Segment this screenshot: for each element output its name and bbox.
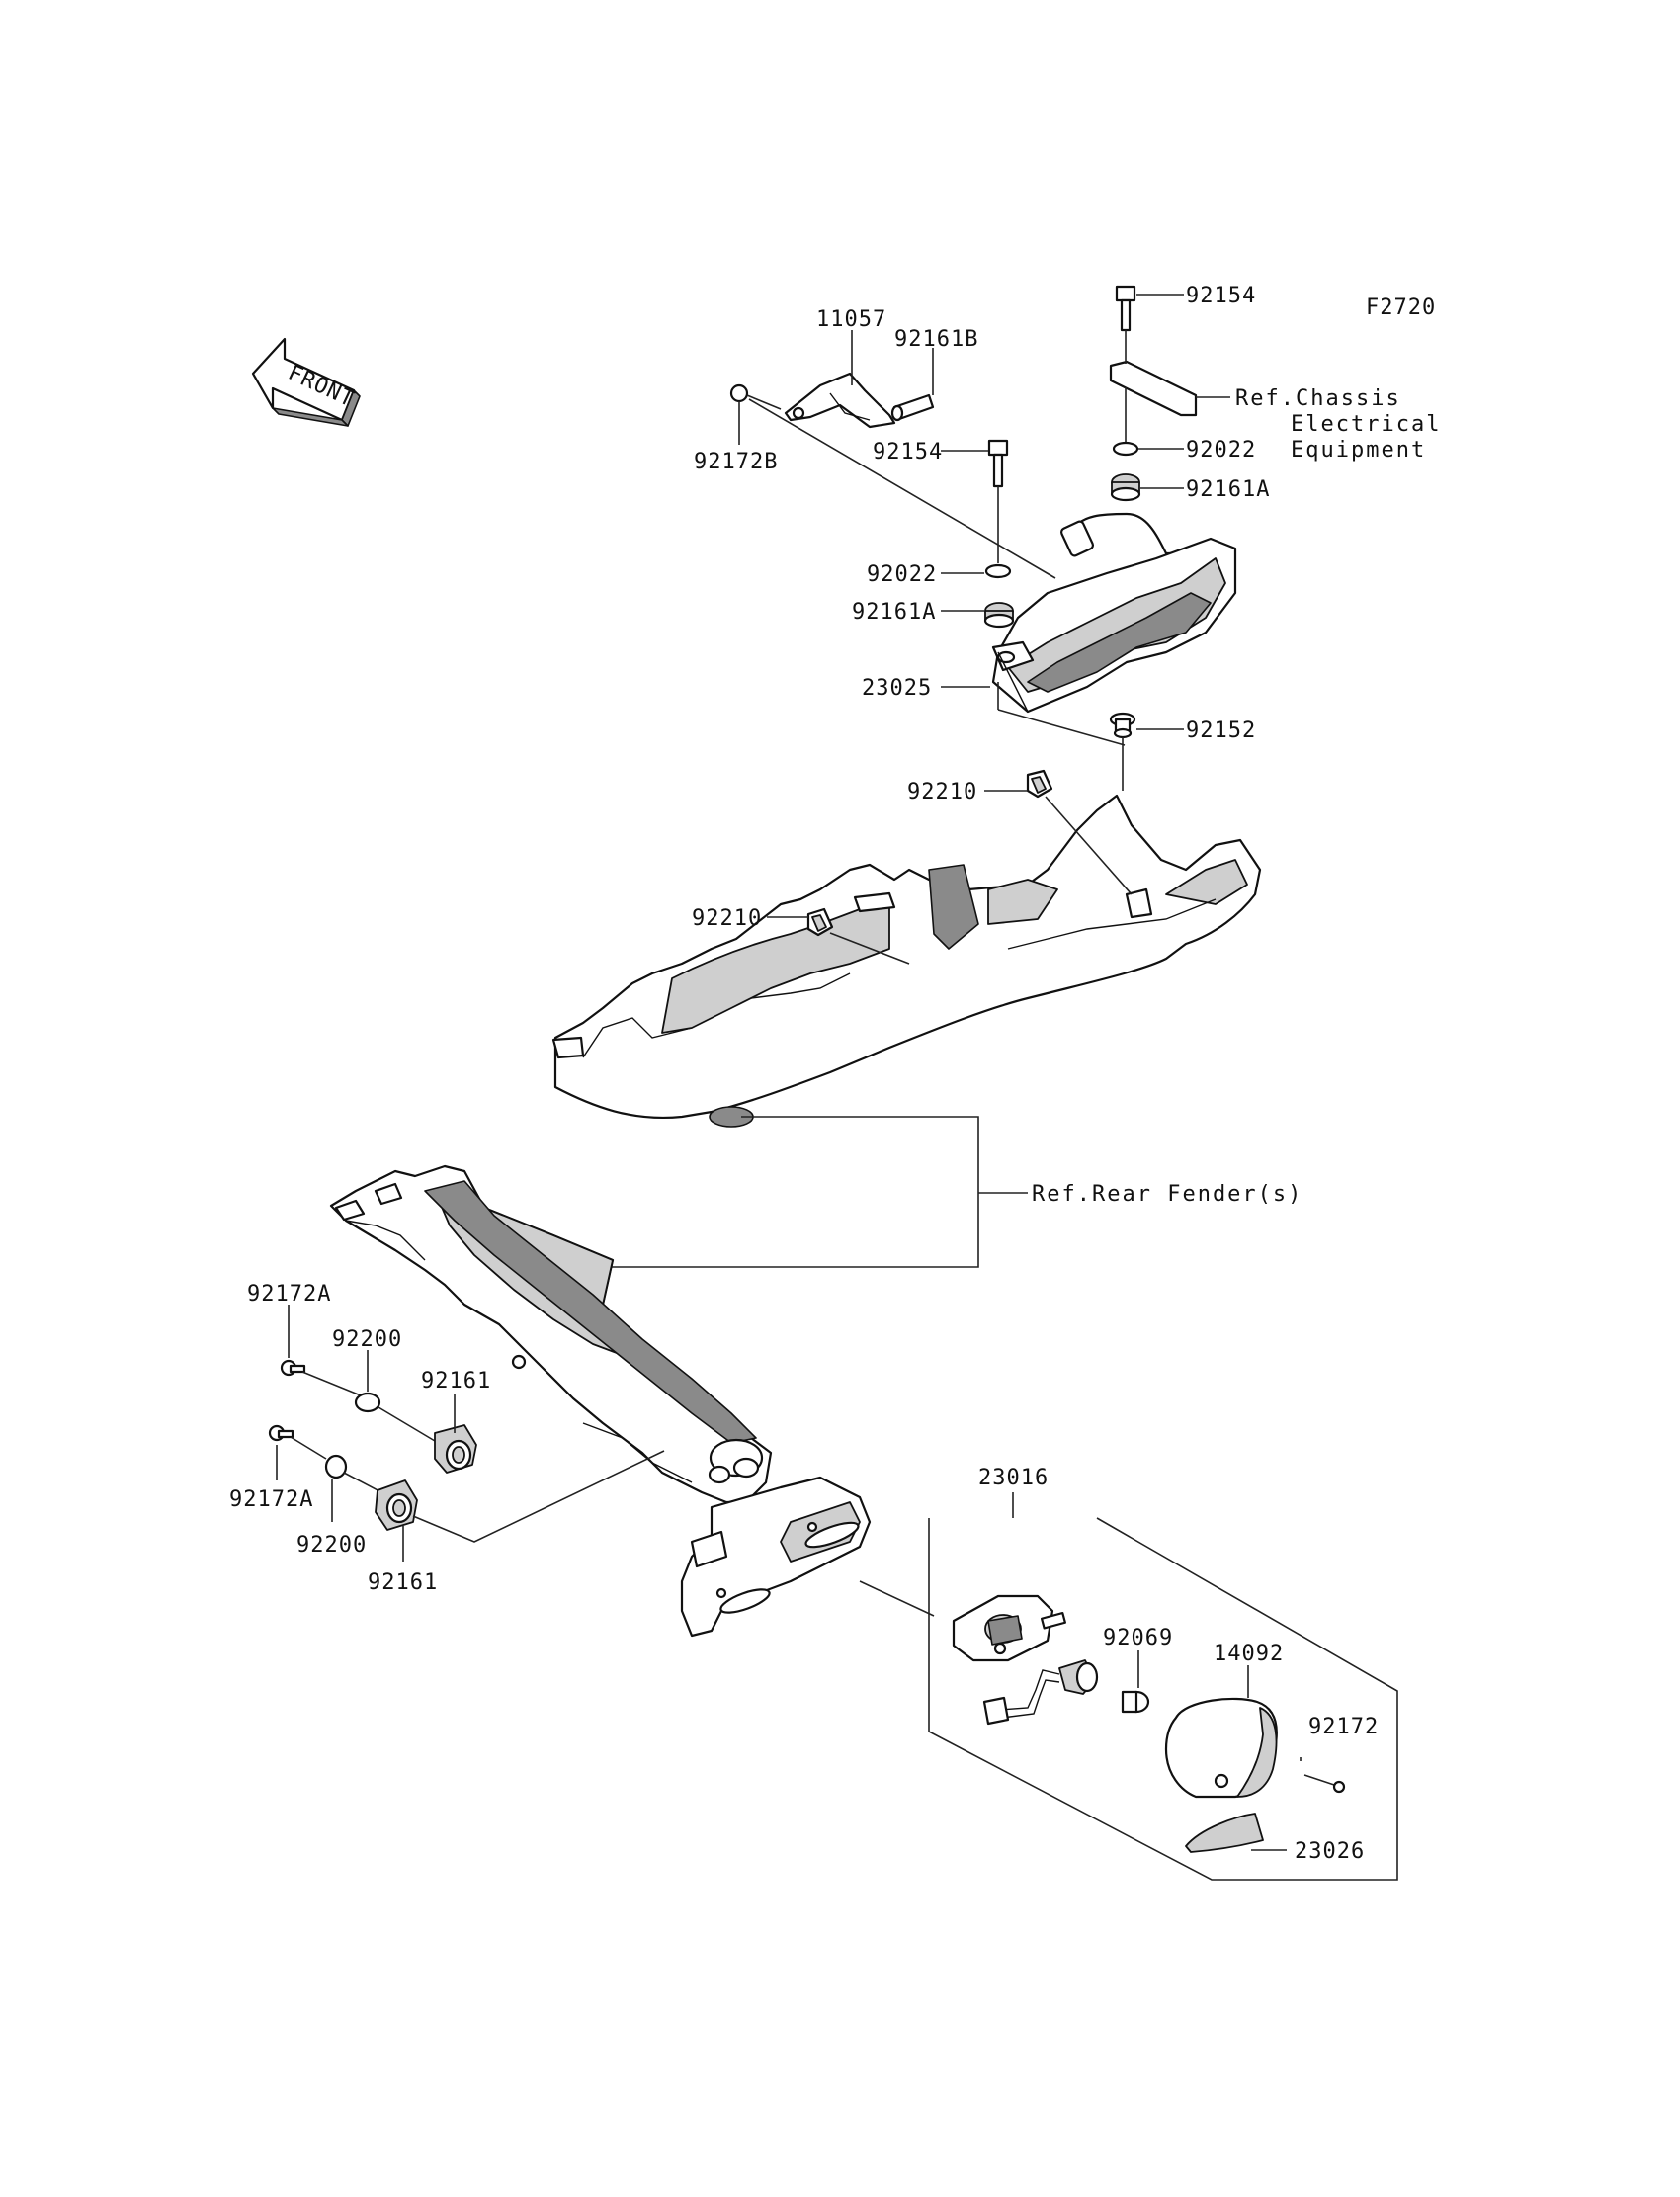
ref-chassis-line3: Equipment bbox=[1291, 438, 1426, 463]
label-92172: 92172 bbox=[1308, 1715, 1379, 1739]
grommet-92161A-right bbox=[1110, 473, 1141, 502]
label-92161-upper: 92161 bbox=[421, 1369, 491, 1394]
license-bracket bbox=[680, 1476, 872, 1638]
label-92172B: 92172B bbox=[694, 450, 778, 474]
front-arrow-icon: FRONT bbox=[251, 337, 361, 427]
clip-92210-upper bbox=[1026, 769, 1053, 799]
rear-fender-upper bbox=[551, 794, 1262, 1128]
screw-92172 bbox=[1303, 1774, 1346, 1794]
lens-14092 bbox=[1164, 1697, 1278, 1799]
rear-fender-lower bbox=[329, 1164, 773, 1504]
bracket-11057 bbox=[784, 372, 896, 429]
ref-chassis-line2: Electrical bbox=[1291, 412, 1441, 437]
grommet-92161-upper bbox=[434, 1424, 477, 1474]
lens-cover-23026 bbox=[1185, 1813, 1264, 1853]
pin-92161B bbox=[890, 393, 935, 422]
label-23025: 23025 bbox=[862, 676, 932, 701]
washer-92022-right bbox=[1112, 441, 1139, 457]
label-92210-upper: 92210 bbox=[907, 780, 977, 804]
bolt-92154-left bbox=[987, 439, 1009, 488]
ref-chassis-line1: Ref.Chassis bbox=[1235, 386, 1401, 411]
ref-rear-fender: Ref.Rear Fender(s) bbox=[1032, 1182, 1302, 1207]
light-base bbox=[952, 1594, 1066, 1662]
screw-92172A-lower bbox=[268, 1424, 294, 1442]
label-92022-right: 92022 bbox=[1186, 438, 1256, 463]
tail-light-23025 bbox=[991, 512, 1237, 714]
collar-92152 bbox=[1109, 712, 1136, 739]
figure-code: F2720 bbox=[1366, 296, 1436, 320]
label-92161B: 92161B bbox=[894, 327, 978, 352]
label-92152: 92152 bbox=[1186, 718, 1256, 743]
label-92161-lower: 92161 bbox=[368, 1570, 438, 1595]
label-23026: 23026 bbox=[1295, 1839, 1365, 1864]
ground-plate bbox=[1109, 360, 1198, 417]
bolt-92154-right bbox=[1115, 285, 1136, 332]
grommet-92161-lower bbox=[375, 1479, 418, 1531]
clip-92210-lower bbox=[806, 907, 834, 937]
label-92172A-lower: 92172A bbox=[229, 1487, 313, 1512]
label-92161A-left: 92161A bbox=[852, 600, 936, 625]
label-92069: 92069 bbox=[1103, 1626, 1173, 1650]
label-11057: 11057 bbox=[816, 307, 886, 332]
label-92172A-upper: 92172A bbox=[247, 1282, 331, 1307]
bulb-92069 bbox=[1121, 1690, 1150, 1714]
label-92022-left: 92022 bbox=[867, 562, 937, 587]
label-92210-lower: 92210 bbox=[692, 906, 762, 931]
label-23016: 23016 bbox=[978, 1466, 1049, 1490]
washer-92022-left bbox=[984, 563, 1012, 579]
label-92200-lower: 92200 bbox=[296, 1533, 367, 1558]
label-14092: 14092 bbox=[1214, 1642, 1284, 1666]
washer-92200-upper bbox=[354, 1392, 381, 1413]
screw-92172A-upper bbox=[280, 1359, 306, 1377]
label-92200-upper: 92200 bbox=[332, 1327, 402, 1352]
washer-92200-lower bbox=[324, 1454, 348, 1479]
label-92161A-right: 92161A bbox=[1186, 477, 1270, 502]
label-92154-mid: 92154 bbox=[873, 440, 943, 465]
label-92154-top: 92154 bbox=[1186, 284, 1256, 308]
grommet-92161A-left bbox=[983, 602, 1015, 629]
socket-harness bbox=[982, 1659, 1099, 1726]
